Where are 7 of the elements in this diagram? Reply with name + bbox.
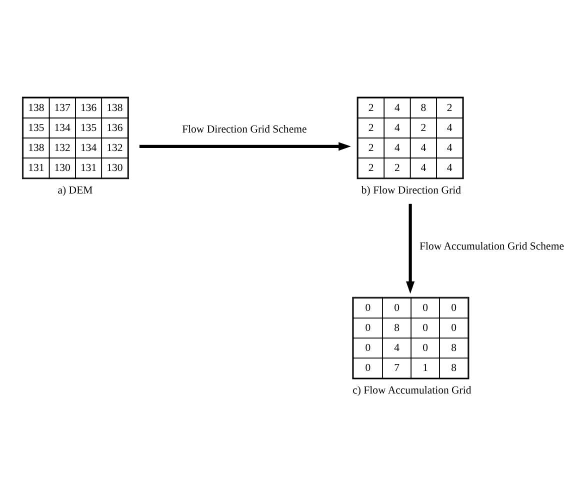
node-label: a) DEM	[58, 184, 93, 197]
edge-label: Flow Direction Grid Scheme	[182, 123, 307, 136]
node-label: c) Flow Accumulation Grid	[352, 384, 472, 397]
arrow	[139, 142, 351, 151]
arrow	[406, 204, 415, 294]
edge-label: Flow Accumulation Grid Scheme	[420, 240, 564, 253]
node-label: b) Flow Direction Grid	[361, 184, 462, 197]
